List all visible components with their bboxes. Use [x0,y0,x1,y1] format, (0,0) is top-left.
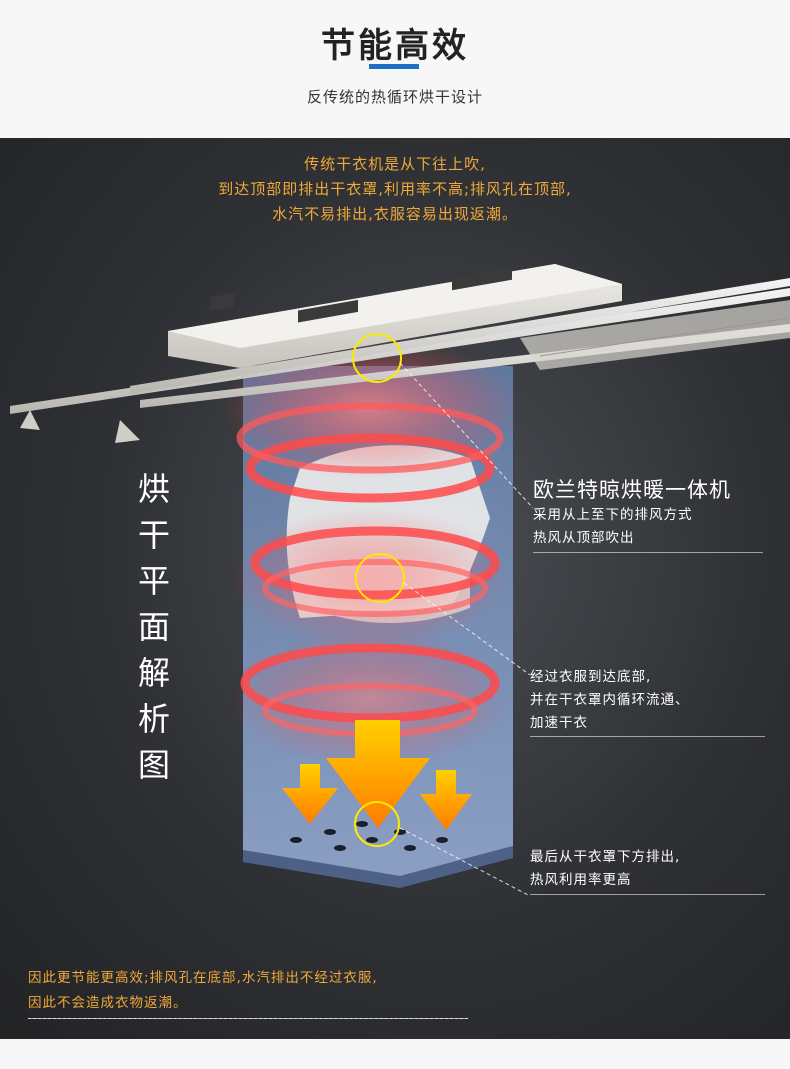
divider-line [530,736,765,737]
divider-line [533,552,763,553]
drying-diagram-panel: 传统干衣机是从下往上吹, 到达顶部即排出干衣罩,利用率不高;排风孔在顶部, 水汽… [0,138,790,1039]
drying-illustration [10,264,790,897]
bottom-divider [28,1018,468,1019]
airflow-arrows [282,720,472,830]
top-note-line: 传统干衣机是从下往上吹, [304,155,486,173]
page-subtitle: 反传统的热循环烘干设计 [306,88,483,106]
top-note-line: 水汽不易排出,衣服容易出现返潮。 [272,205,518,223]
vertical-title-char: 平 [137,562,170,600]
annotation-line: 最后从干衣罩下方排出, [530,849,681,865]
annotation-bottom: 最后从干衣罩下方排出, 热风利用率更高 [530,846,680,892]
divider-line [530,894,765,895]
vertical-title-char: 图 [137,746,170,784]
dryer-machine-unit [168,264,622,368]
annotation-line: 热风利用率更高 [530,872,632,888]
top-note: 传统干衣机是从下往上吹, 到达顶部即排出干衣罩,利用率不高;排风孔在顶部, 水汽… [0,152,790,227]
vertical-title: 烘 干 平 面 解 析 图 [134,466,174,788]
bottom-note-line: 因此更节能更高效;排风孔在底部,水汽排出不经过衣服, [28,970,378,986]
annotation-line: 加速干衣 [530,715,588,731]
annotation-line: 并在干衣罩内循环流通、 [530,692,690,708]
footer [0,1039,790,1069]
airflow-markers [352,333,405,847]
heat-rings [220,338,520,768]
title-underline [369,64,419,69]
product-name: 欧兰特晾烘暖一体机 [533,478,731,502]
annotation-line: 热风从顶部吹出 [533,530,635,546]
header: 节能高效 反传统的热循环烘干设计 [0,0,790,138]
exhaust-holes [290,821,448,851]
vertical-title-char: 面 [137,608,170,646]
annotation-line: 采用从上至下的排风方式 [533,507,693,523]
vertical-title-char: 干 [137,516,170,554]
annotation-top: 采用从上至下的排风方式 热风从顶部吹出 [533,504,693,550]
vertical-title-char: 烘 [137,470,170,508]
bottom-note-line: 因此不会造成衣物返潮。 [28,995,188,1011]
leader-lines [399,362,534,897]
top-note-line: 到达顶部即排出干衣罩,利用率不高;排风孔在顶部, [218,180,572,198]
bottom-note: 因此更节能更高效;排风孔在底部,水汽排出不经过衣服, 因此不会造成衣物返潮。 [28,966,378,1016]
vertical-title-char: 析 [137,700,170,738]
page-title: 节能高效 [321,26,469,66]
vertical-title-char: 解 [137,654,170,692]
annotation-middle: 经过衣服到达底部, 并在干衣罩内循环流通、 加速干衣 [530,666,690,735]
annotation-line: 经过衣服到达底部, [530,669,652,685]
